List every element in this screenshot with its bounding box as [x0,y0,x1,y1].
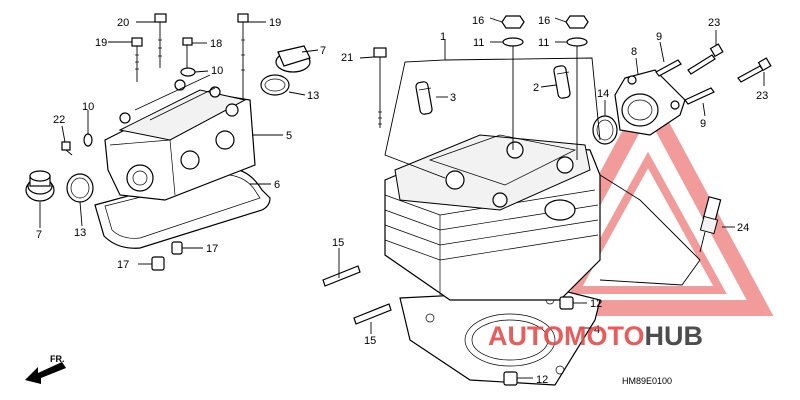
callout-10-left: 10 [82,101,94,113]
callout-16-right: 16 [538,15,550,27]
callout-23-top: 23 [708,17,720,29]
studs [322,265,392,325]
callout-21: 21 [341,52,353,64]
callout-7-right: 7 [320,45,326,57]
head-cover-assembly [25,13,311,271]
callout-11-left: 11 [473,37,484,49]
cylinder-head [384,134,601,386]
callout-9-bottom: 9 [700,118,706,130]
callout-12-bottom: 12 [536,374,548,386]
callout-23-bottom: 23 [756,90,768,102]
valve-guides [415,65,571,115]
front-direction-arrow: FR. [25,354,66,384]
callout-24: 24 [737,222,749,234]
callout-8: 8 [631,46,637,58]
diagram-code: HM89E0100 [622,376,672,386]
watermark-hub: HUB [645,321,704,351]
callout-14: 14 [597,88,609,100]
callout-20: 20 [117,17,129,29]
watermark-text: AUTOMOTOHUB [488,321,703,351]
front-label: FR. [50,354,65,364]
callout-7-left: 7 [36,229,42,241]
callout-1: 1 [440,31,446,43]
callout-19-right: 19 [269,17,281,29]
callout-10-top: 10 [211,65,223,77]
callout-4: 4 [594,324,600,336]
callout-15-top: 15 [332,237,344,249]
callout-2: 2 [533,82,539,94]
callout-6: 6 [274,179,280,191]
callout-3: 3 [450,92,456,104]
callout-17-right: 17 [206,243,218,255]
watermark-auto: AUTO [488,321,564,351]
callout-17-left: 17 [117,259,129,271]
callout-labels: 1 2 3 4 5 6 7 7 8 9 9 10 10 11 11 12 12 … [36,15,768,386]
callout-18: 18 [210,38,222,50]
callout-16-left: 16 [472,15,484,27]
callout-19-left: 19 [95,37,107,49]
leader-lines [39,17,765,379]
dowels-12 [503,296,574,386]
callout-9-top: 9 [656,31,662,43]
callout-13-right: 13 [307,90,319,102]
callout-12-top: 12 [590,298,602,310]
spark-plug [699,196,722,253]
svg-text:AUTOMOTOHUB: AUTOMOTOHUB [488,321,703,351]
callout-11-right: 11 [538,37,549,49]
callout-13-left: 13 [74,227,86,239]
insulator-assembly [592,43,772,145]
callout-22: 22 [53,114,65,126]
callout-5: 5 [286,130,292,142]
bolt-21 [373,47,387,128]
watermark-moto: MOTO [564,321,645,351]
callout-15-bottom: 15 [364,335,376,347]
